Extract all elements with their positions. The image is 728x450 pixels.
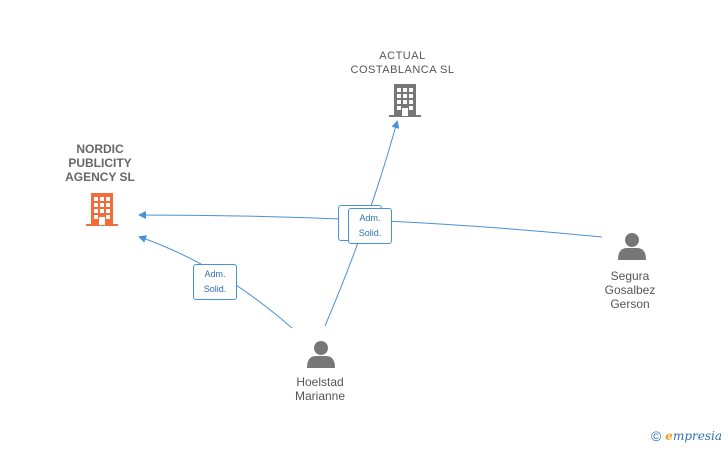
building-icon[interactable] — [389, 84, 421, 117]
copyright-icon: © — [650, 428, 662, 444]
person-label-segura[interactable]: Segura Gosalbez Gerson — [604, 269, 656, 311]
role-badge-hoelstad-nordic: Adm. Solid. — [193, 264, 237, 300]
building-icon[interactable] — [86, 193, 118, 226]
role-badge-hoelstad-actual: Adm. Solid. — [348, 208, 392, 244]
person-icon[interactable] — [307, 341, 335, 368]
empresia-brand: © empresia — [651, 428, 722, 444]
brand-logo: empresia — [665, 429, 722, 443]
person-icon[interactable] — [618, 233, 646, 260]
company-label-actual[interactable]: ACTUAL COSTABLANCA SL — [350, 50, 455, 76]
person-label-hoelstad[interactable]: Hoelstad Marianne — [294, 375, 346, 403]
company-label-nordic[interactable]: NORDIC PUBLICITY AGENCY SL — [65, 142, 135, 184]
